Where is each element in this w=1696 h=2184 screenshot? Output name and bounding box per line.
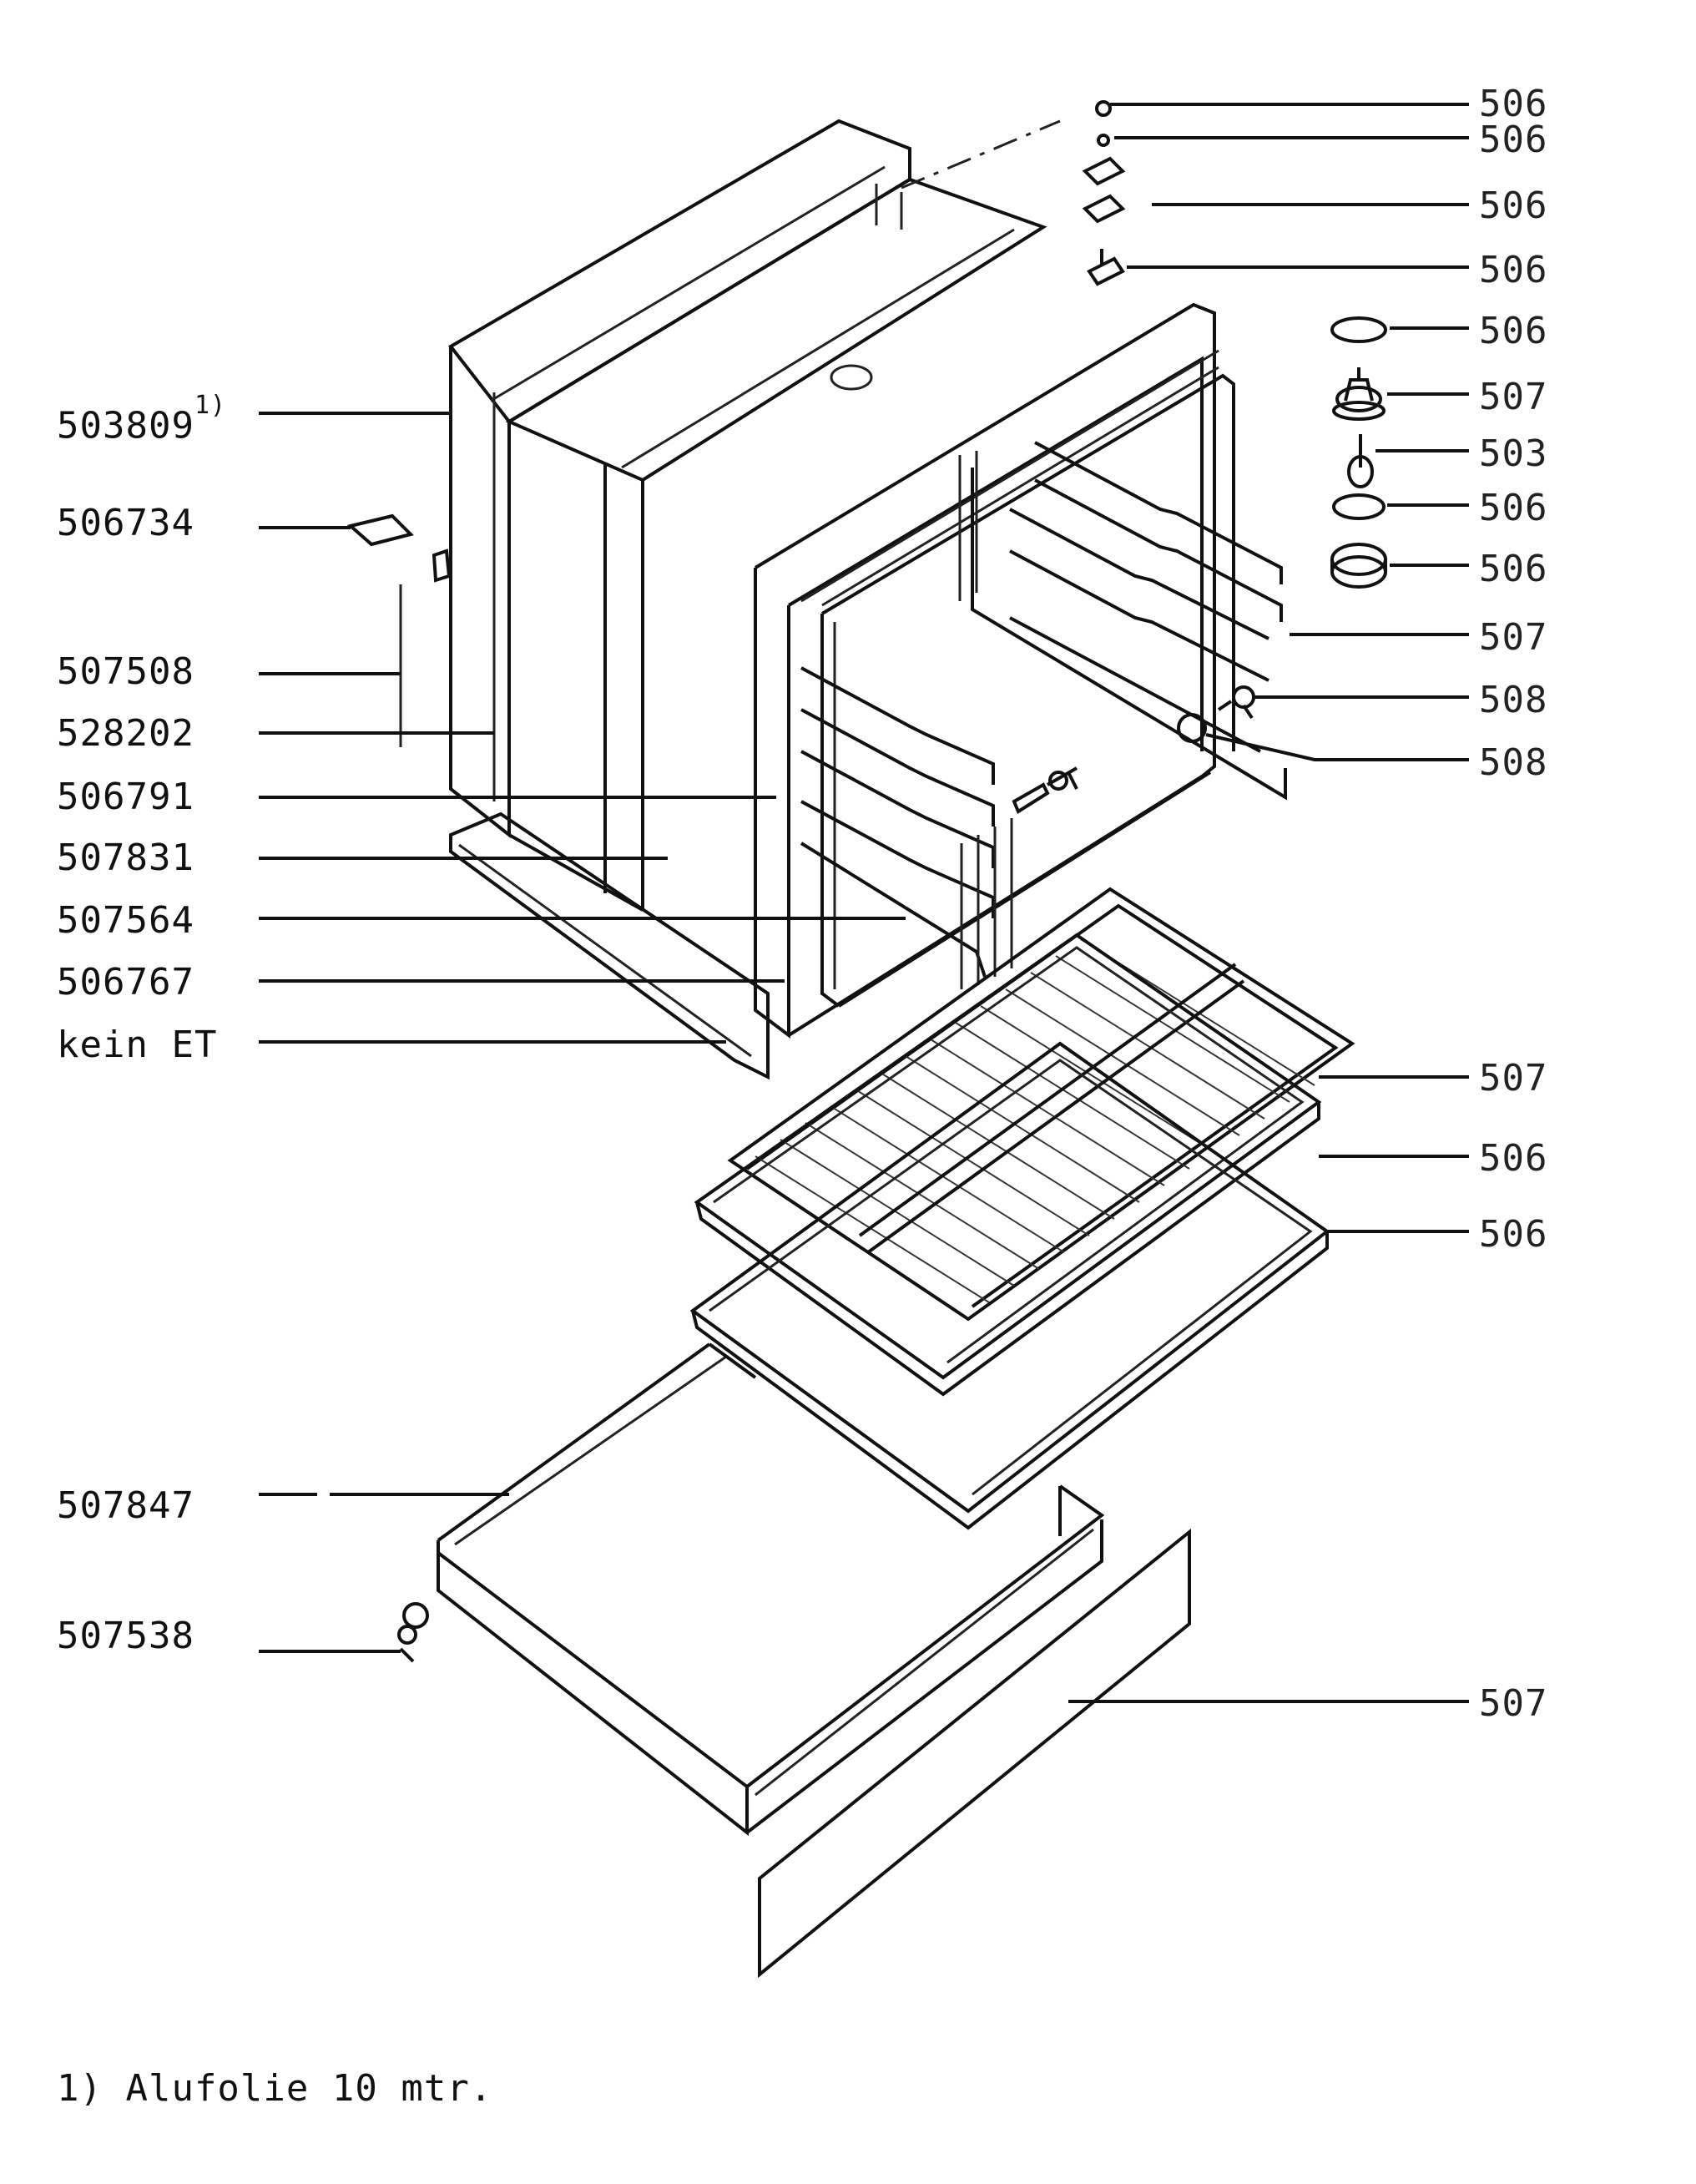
leader-lines-right: [901, 103, 1469, 1703]
side-clip: [346, 513, 452, 747]
oven-outer-casing: [448, 119, 1047, 912]
leader-lines-left: [259, 412, 906, 1653]
callout-right-14: 506: [1479, 1137, 1548, 1180]
callout-left-507538: 507538: [57, 1615, 194, 1657]
callout-right-8: 506: [1479, 487, 1548, 529]
baking-trays: [689, 933, 1330, 1530]
callout-right-3: 506: [1479, 185, 1548, 227]
callout-right-6: 507: [1479, 376, 1548, 418]
callout-left-506791: 506791: [57, 776, 194, 818]
drawer-knob: [397, 1602, 429, 1663]
callout-right-12: 508: [1479, 741, 1548, 784]
callout-left-506734: 506734: [57, 502, 194, 544]
callout-note: 1): [194, 391, 227, 420]
oven-front-frame: [754, 302, 1287, 1039]
callout-right-2: 506: [1479, 119, 1548, 161]
callout-right-11: 508: [1479, 679, 1548, 721]
lamp-and-fittings: [1012, 685, 1255, 814]
storage-drawer: [437, 1342, 1105, 1837]
callout-right-15: 506: [1479, 1213, 1548, 1256]
callout-right-5: 506: [1479, 310, 1548, 352]
bottom-plate: [449, 811, 770, 1080]
callout-right-9: 506: [1479, 548, 1548, 590]
shelf-rails: [800, 441, 1283, 989]
callout-left-kein-et: kein ET: [57, 1024, 218, 1066]
callout-left-507564: 507564: [57, 899, 194, 942]
callout-right-7: 503: [1479, 432, 1548, 475]
callout-right-1: 506: [1479, 83, 1548, 125]
footnote: 1) Alufolie 10 mtr.: [57, 2067, 493, 2110]
callout-part: 503809: [57, 404, 194, 447]
callout-right-4: 506: [1479, 249, 1548, 291]
callout-left-507847: 507847: [57, 1484, 194, 1527]
callout-right-13: 507: [1479, 1057, 1548, 1100]
callout-left-503809: 5038091): [57, 391, 226, 447]
callout-right-10: 507: [1479, 616, 1548, 659]
callout-left-507831: 507831: [57, 837, 194, 879]
callout-left-506767: 506767: [57, 961, 194, 1004]
callout-left-528202: 528202: [57, 712, 194, 755]
callout-right-16: 507: [1479, 1682, 1548, 1725]
drawer-front-panel: [758, 1528, 1191, 1979]
callout-left-507508: 507508: [57, 650, 194, 693]
hardware-stack: [1082, 100, 1387, 589]
